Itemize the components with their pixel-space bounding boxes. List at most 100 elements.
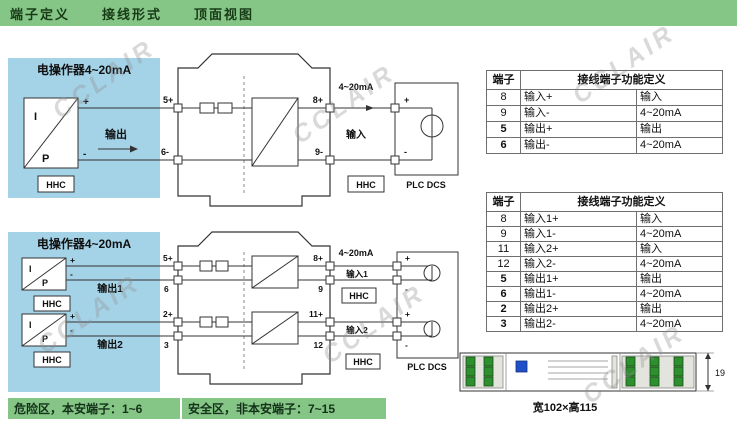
terminal-func: 输入1+ bbox=[520, 211, 637, 227]
plc-terminal-minus bbox=[392, 275, 402, 285]
terminal-func: 输入+ bbox=[520, 89, 637, 106]
hhc-label: HHC bbox=[42, 299, 62, 309]
terminal-func: 输出2- bbox=[520, 316, 637, 332]
terminal-12 bbox=[325, 331, 335, 341]
table-header-terminal: 端子 bbox=[486, 192, 521, 212]
terminal-no: 12 bbox=[486, 256, 521, 272]
terminal-label-6: 6 bbox=[164, 284, 169, 294]
table-row: 3 输出2- 4~20mA bbox=[486, 316, 723, 332]
fuse-icon bbox=[217, 102, 233, 114]
table-row: 6 输出- 4~20mA bbox=[486, 137, 723, 154]
terminal-label-12: 12 bbox=[314, 340, 324, 350]
table-row: 5 输出1+ 输出 bbox=[486, 271, 723, 287]
terminal-no: 8 bbox=[486, 89, 521, 106]
terminal-no: 5 bbox=[486, 121, 521, 138]
plc-dcs-label: PLC DCS bbox=[406, 180, 446, 190]
terminal-desc: 4~20mA bbox=[636, 316, 723, 332]
current-label: I bbox=[29, 264, 32, 274]
hhc-tag bbox=[33, 295, 71, 312]
terminal-table-dual: 端子 接线端子功能定义 8 输入1+ 输入 9 输入1- 4~20mA 11 输… bbox=[486, 192, 723, 332]
terminal-desc: 输入 bbox=[636, 241, 723, 257]
terminal-desc: 输出 bbox=[636, 301, 723, 317]
hhc-label: HHC bbox=[356, 180, 376, 190]
plus-label: + bbox=[70, 255, 75, 265]
terminal-no: 5 bbox=[486, 271, 521, 287]
table-row: 9 输入- 4~20mA bbox=[486, 105, 723, 122]
terminal-func: 输出1- bbox=[520, 286, 637, 302]
panel2-title: 电操作器4~20mA bbox=[36, 237, 132, 251]
terminal-2 bbox=[173, 317, 183, 327]
terminal-no: 6 bbox=[486, 286, 521, 302]
tab-top-view[interactable]: 顶面视图 bbox=[194, 6, 255, 22]
transmitter-diagram-dual: I P + - 输出1 HHC I P + - 输出2 HHC bbox=[21, 255, 160, 368]
terminal-desc: 4~20mA bbox=[636, 137, 723, 154]
hhc-tag bbox=[345, 353, 381, 370]
terminal-8 bbox=[325, 103, 335, 113]
terminal-label-5: 5+ bbox=[163, 95, 173, 105]
terminal-9 bbox=[325, 155, 335, 165]
hhc-tag bbox=[37, 175, 75, 193]
top-view: 19 宽102×高115 bbox=[459, 352, 725, 414]
terminal-func: 输入1- bbox=[520, 226, 637, 242]
minus-label: - bbox=[70, 325, 73, 335]
plc-terminal-minus bbox=[390, 155, 400, 165]
terminal-6 bbox=[173, 275, 183, 285]
plus-label: + bbox=[405, 309, 410, 319]
wiring-diagram-dual: 5+ 6 8+ 9 4~20mA 输入1 HHC 2+ 3 bbox=[160, 231, 459, 385]
output-label: 输出 bbox=[105, 127, 127, 141]
table-row: 5 输出+ 输出 bbox=[486, 121, 723, 138]
table-row: 2 输出2+ 输出 bbox=[486, 301, 723, 317]
terminal-9 bbox=[325, 275, 335, 285]
terminal-table-single: 端子 接线端子功能定义 8 输入+ 输入 9 输入- 4~20mA 5 输出+ … bbox=[486, 70, 723, 154]
terminal-func: 输出1+ bbox=[520, 271, 637, 287]
terminal-func: 输入2- bbox=[520, 256, 637, 272]
plc-terminal-plus bbox=[392, 261, 402, 271]
input2-label: 输入2 bbox=[346, 325, 368, 335]
terminal-func: 输入- bbox=[520, 105, 637, 122]
terminal-label-2: 2+ bbox=[163, 309, 173, 319]
hazard-zone-text: 危险区，本安端子：1~6 bbox=[14, 402, 143, 416]
terminal-desc: 输入 bbox=[636, 211, 723, 227]
terminal-no: 3 bbox=[486, 316, 521, 332]
fuse-icon bbox=[215, 316, 229, 328]
hhc-tag bbox=[341, 287, 377, 304]
fuse-icon bbox=[215, 260, 229, 272]
terminal-label-8: 8+ bbox=[313, 95, 323, 105]
power-indicator bbox=[515, 360, 528, 373]
terminal-func: 输入2+ bbox=[520, 241, 637, 257]
arrow-right-icon bbox=[130, 145, 138, 153]
terminal-desc: 4~20mA bbox=[636, 105, 723, 122]
minus-label: - bbox=[405, 284, 408, 294]
input1-label: 输入1 bbox=[346, 269, 368, 279]
terminal-5 bbox=[173, 261, 183, 271]
terminal-no: 8 bbox=[486, 211, 521, 227]
terminal-no: 9 bbox=[486, 226, 521, 242]
current-label: I bbox=[29, 320, 32, 330]
terminal-desc: 4~20mA bbox=[636, 226, 723, 242]
terminal-no: 9 bbox=[486, 105, 521, 122]
minus-label: - bbox=[83, 149, 86, 160]
terminal-func: 输出+ bbox=[520, 121, 637, 138]
table-header-definition: 接线端子功能定义 bbox=[520, 192, 723, 212]
tab-wiring-form[interactable]: 接线形式 bbox=[102, 6, 163, 22]
hhc-tag bbox=[33, 351, 71, 368]
output2-label: 输出2 bbox=[97, 338, 123, 351]
header-bar: 端子定义 接线形式 顶面视图 bbox=[0, 0, 737, 26]
plus-label: + bbox=[404, 95, 409, 105]
terminal-desc: 输出 bbox=[636, 121, 723, 138]
terminal-5 bbox=[173, 103, 183, 113]
minus-label: - bbox=[70, 269, 73, 279]
signal-label: 4~20mA bbox=[339, 248, 374, 258]
source-panel-dual: 电操作器4~20mA I P + - 输出1 HHC I P + - 输出2 bbox=[8, 232, 160, 392]
terminal-label-9: 9- bbox=[315, 147, 323, 157]
tab-terminal-definition[interactable]: 端子定义 bbox=[10, 6, 71, 22]
plc-dcs-label: PLC DCS bbox=[407, 362, 447, 372]
table-row: 12 输入2- 4~20mA bbox=[486, 256, 723, 272]
source-panel-single: 电操作器4~20mA I P + - 输出 HHC bbox=[8, 58, 160, 198]
terminal-desc: 4~20mA bbox=[636, 286, 723, 302]
terminal-11 bbox=[325, 317, 335, 327]
size-caption: 宽102×高115 bbox=[532, 400, 598, 414]
terminal-label-11: 11+ bbox=[309, 309, 323, 319]
pressure-label: P bbox=[42, 278, 48, 288]
